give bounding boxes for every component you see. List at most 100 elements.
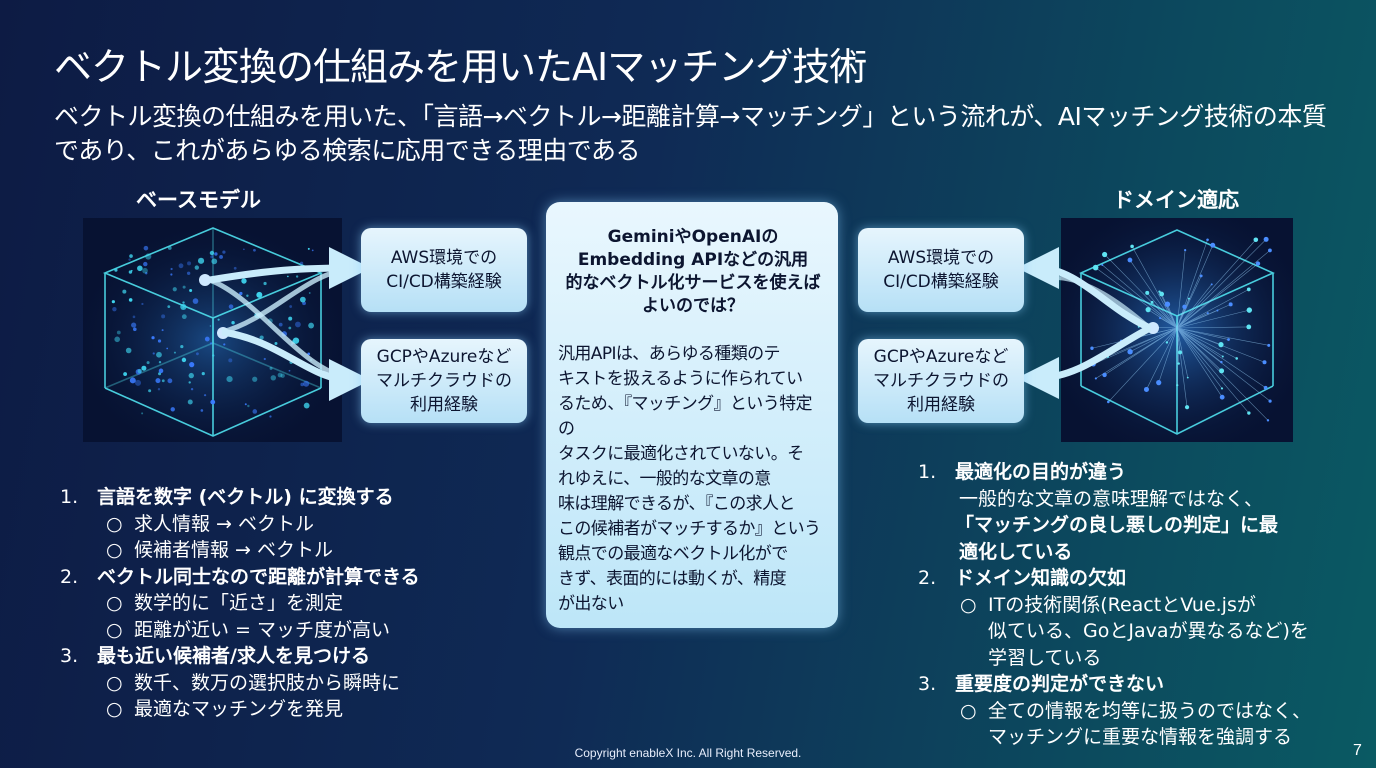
particle-dot: [253, 248, 256, 252]
list-number: 1.: [60, 486, 79, 508]
particle-dot: [214, 252, 218, 256]
particle-dot: [252, 409, 258, 414]
particle-dot: [1107, 400, 1110, 404]
particle-dot: [148, 389, 152, 393]
particle-dot: [1218, 342, 1224, 348]
particle-dot: [141, 365, 147, 371]
base-model-cube-image: [83, 218, 342, 442]
particle-dot: [190, 387, 194, 391]
particle-dot: [246, 294, 249, 297]
particle-dot: [1228, 302, 1233, 307]
particle-dot: [114, 268, 118, 272]
particle-dot: [1246, 324, 1252, 330]
particle-dot: [1150, 300, 1154, 304]
particle-dot: [244, 403, 247, 406]
particle-dot: [277, 372, 283, 378]
particle-dot: [137, 265, 143, 272]
network-line: [1151, 302, 1178, 329]
particle-dot: [167, 378, 173, 384]
list-subitem-text: マッチングに重要な情報を強調する: [988, 726, 1293, 748]
network-line: [1176, 239, 1267, 329]
card-body-line: が出ない: [558, 594, 624, 614]
particle-dot: [1206, 312, 1209, 315]
particle-dot: [288, 316, 293, 321]
particle-dot: [161, 379, 165, 383]
particle-dot: [295, 321, 301, 328]
network-line: [1176, 327, 1188, 408]
bullet-circle-icon: ○: [106, 592, 123, 614]
right-bubble-aws-line1: AWS環境での: [887, 248, 995, 268]
network-line: [1176, 239, 1257, 329]
particle-dot: [1159, 316, 1162, 320]
network-line: [1146, 327, 1178, 390]
particle-dot: [1220, 360, 1223, 364]
particle-dot: [141, 412, 144, 415]
particle-dot: [223, 343, 226, 346]
particle-dot: [212, 354, 215, 357]
particle-dot: [270, 375, 277, 381]
card-body-line: るため、『マッチング』という特定の: [558, 394, 813, 439]
left-bubble-multicloud-line3: 利用経験: [410, 395, 478, 415]
particle-dot: [1102, 372, 1107, 378]
list-number: 1.: [918, 461, 937, 483]
particle-dot: [1184, 249, 1187, 252]
particle-dot: [288, 369, 291, 372]
list-text: 一般的な文章の意味理解ではなく、: [959, 487, 1264, 510]
list-item: 1. 言語を数字 (ベクトル) に変換する: [60, 484, 530, 511]
network-line: [1176, 327, 1179, 364]
particle-dot: [300, 261, 304, 265]
network-line: [1095, 267, 1178, 329]
list-subitem: ○ 数学的に「近さ」を測定: [60, 590, 530, 617]
center-question-card: GeminiやOpenAIの Embedding APIなどの汎用 的なベクトル…: [546, 202, 838, 628]
list-subitem-text: 数学的に「近さ」を測定: [134, 592, 344, 614]
particle-dot: [145, 253, 152, 260]
particle-dot: [200, 409, 204, 412]
particle-dot: [187, 261, 192, 266]
card-body-line: 汎用APIは、あらゆる種類のテ: [558, 344, 781, 364]
left-bubble-multicloud: GCPやAzureなど マルチクラウドの 利用経験: [361, 339, 527, 423]
particle-dot: [167, 246, 172, 250]
particle-dot: [172, 287, 177, 292]
particle-dot: [1210, 283, 1213, 286]
particle-dot: [122, 289, 127, 294]
particle-dot: [131, 322, 137, 328]
card-heading-line: よいのでは？: [642, 296, 744, 316]
particle-dot: [178, 263, 184, 269]
list-subitem-text: 数千、数万の選択肢から瞬時に: [134, 671, 401, 694]
particle-dot: [141, 302, 144, 306]
list-subitem: ○ITの技術関係(ReactとVue.jsが: [918, 592, 1338, 619]
network-line: [1108, 327, 1178, 403]
list-heading: ドメイン知識の欠如: [955, 567, 1127, 589]
list-number: 3.: [60, 645, 79, 667]
particle-dot: [181, 357, 187, 363]
network-line: [1166, 327, 1178, 343]
particle-dot: [1178, 350, 1183, 355]
particle-dot: [188, 381, 191, 384]
particle-dot: [308, 292, 311, 294]
particle-dot: [287, 275, 289, 278]
particle-dot: [204, 336, 210, 342]
particle-dot: [1221, 355, 1224, 358]
particle-dot: [158, 368, 164, 374]
card-body-line: キストを扱えるように作られてい: [558, 369, 803, 389]
particle-dot: [114, 336, 121, 343]
network-line: [1095, 327, 1178, 379]
network-line: [1131, 246, 1178, 329]
particle-dot: [145, 272, 148, 275]
card-body-line: タスクに最適化されていない。そ: [558, 444, 804, 464]
right-bubble-aws: AWS環境での CI/CD構築経験: [858, 228, 1024, 312]
particle-dot: [173, 351, 176, 354]
network-line: [1158, 327, 1178, 383]
particle-dot: [186, 271, 191, 275]
particle-dot: [188, 372, 194, 379]
particle-dot: [299, 296, 306, 303]
particle-dot: [161, 314, 166, 319]
particle-dot: [1235, 357, 1238, 360]
particle-dot: [1164, 301, 1171, 307]
particle-dot: [194, 265, 200, 270]
list-number: 2.: [918, 567, 937, 589]
particle-dot: [1127, 349, 1133, 355]
network-line: [1129, 259, 1178, 329]
network-line: [1146, 292, 1178, 329]
particle-dot: [170, 273, 173, 276]
